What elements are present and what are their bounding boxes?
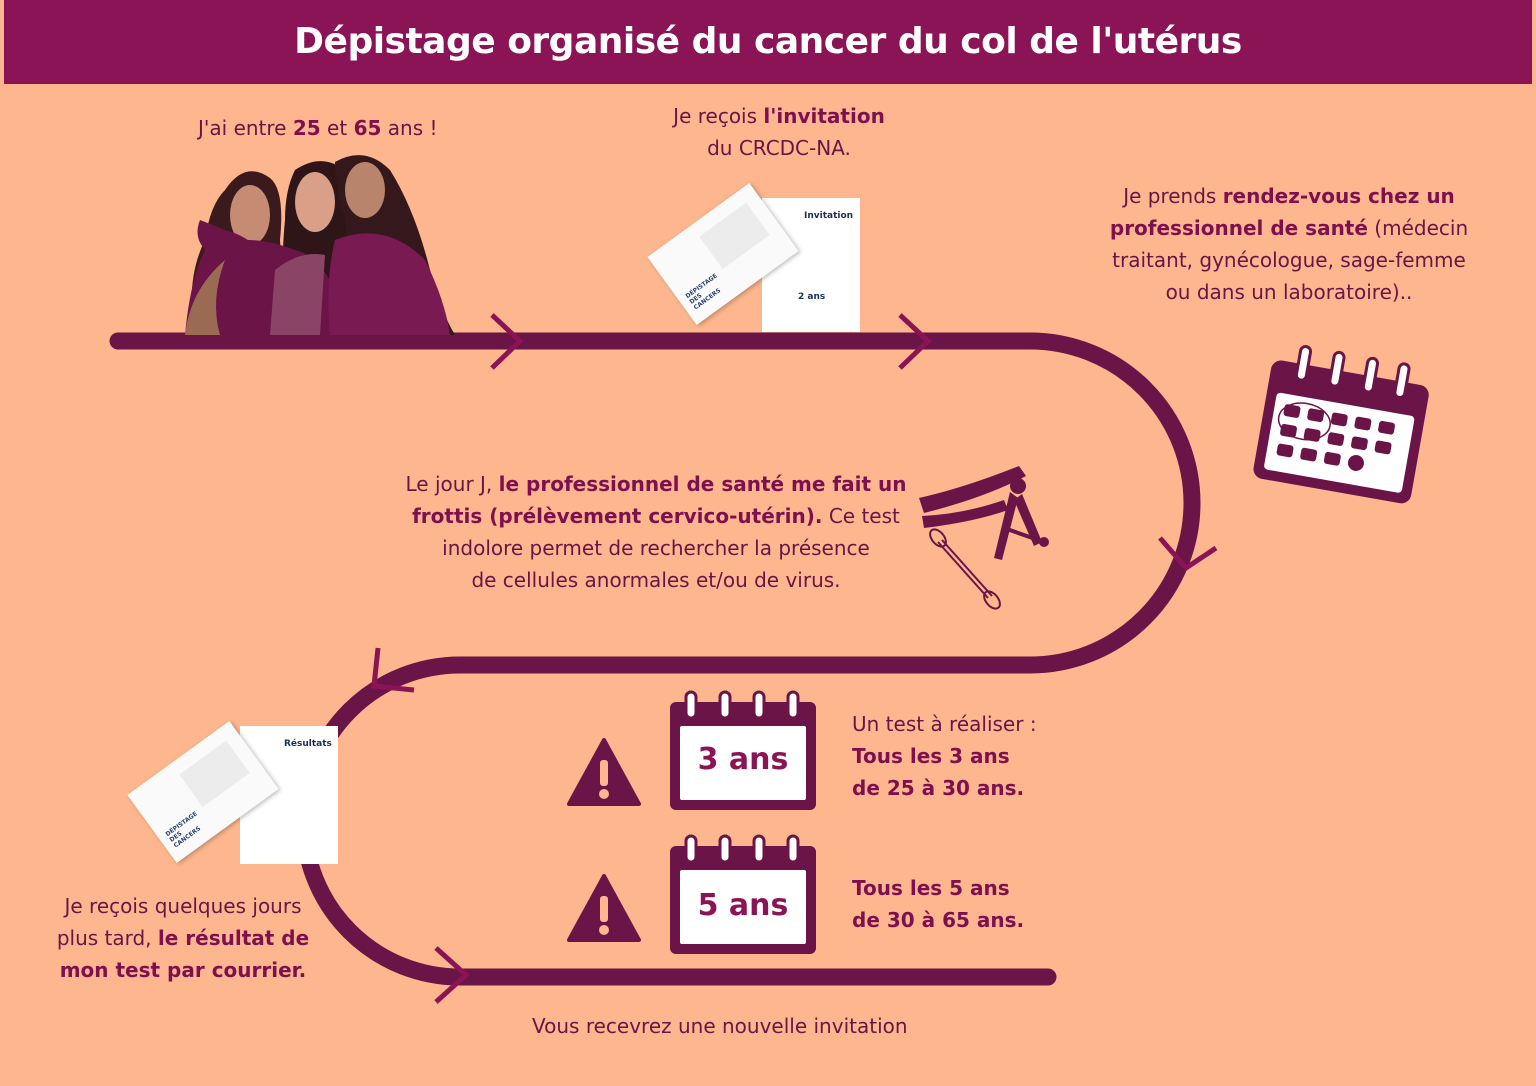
calendar-label: 5 ans <box>697 888 789 923</box>
warning-icon <box>567 874 641 942</box>
arrow-icon <box>1158 536 1218 572</box>
age-text: J'ai entre 25 et 65 ans ! <box>198 116 438 140</box>
header-banner: Dépistage organisé du cancer du col de l… <box>4 0 1532 84</box>
dayj-text: Le jour J, le professionnel de santé me … <box>405 472 907 592</box>
calendar-5-ans: 5 ans <box>668 834 818 956</box>
arrow-icon <box>490 313 524 370</box>
page-title: Dépistage organisé du cancer du col de l… <box>294 21 1242 62</box>
calendar-icon <box>1253 345 1429 504</box>
appointment-text: Je prends rendez-vous chez un profession… <box>1109 184 1469 304</box>
calendar-3-ans: 3 ans <box>668 690 818 812</box>
interval-note-3: Un test à réaliser : Tous les 3 ans de 2… <box>852 712 1037 800</box>
renew-text: Vous recevrez une nouvelle invitation <box>532 1014 908 1038</box>
arrow-icon <box>371 647 415 693</box>
calendar-label: 3 ans <box>697 742 789 777</box>
interval-note-5: Tous les 5 ans de 30 à 65 ans. <box>852 876 1025 932</box>
calendar-icon <box>670 690 816 810</box>
speculum-icon <box>919 466 1049 610</box>
result-text: Je reçois quelques jours plus tard, le r… <box>56 894 310 982</box>
women-group-icon <box>185 155 455 335</box>
warning-icon <box>567 738 641 806</box>
calendar-icon <box>670 834 816 954</box>
arrow-icon <box>434 946 470 1004</box>
arrow-icon <box>898 313 932 370</box>
swab-icon <box>929 528 1001 610</box>
invitation-text: Je reçois l'invitation du CRCDC-NA. <box>673 104 885 160</box>
